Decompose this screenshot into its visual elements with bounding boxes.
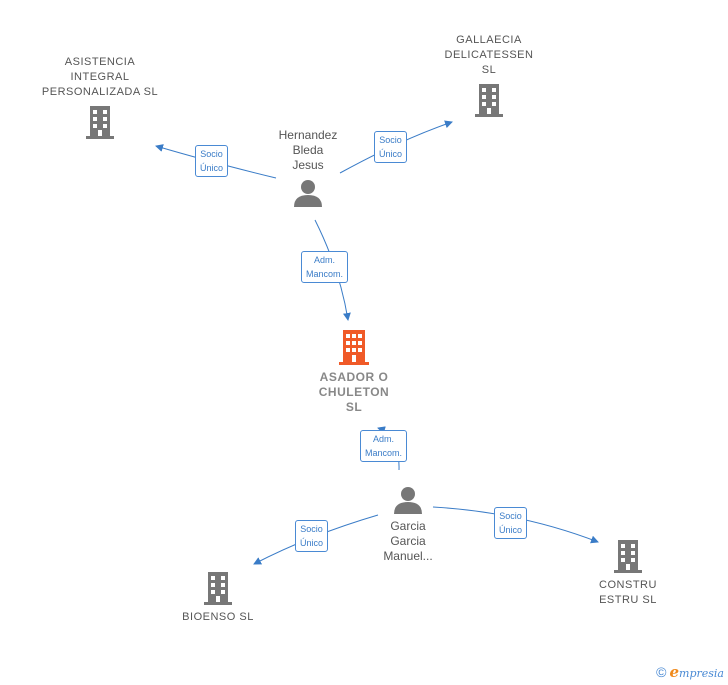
node-constru[interactable]: CONSTRU ESTRU SL — [578, 538, 678, 608]
node-bioenso[interactable]: BIOENSO SL — [168, 570, 268, 625]
building-main-icon — [339, 330, 369, 365]
node-label: BIOENSO SL — [182, 611, 254, 623]
node-label: ASADOR O CHULETON SL — [318, 370, 390, 414]
edge-label-adm-mancom[interactable]: Adm. Mancom. — [301, 251, 349, 283]
building-icon — [614, 540, 642, 573]
node-garcia[interactable]: Garcia Garcia Manuel... — [358, 484, 458, 564]
node-asistencia[interactable]: ASISTENCIA INTEGRAL PERSONALIZADA SL — [30, 55, 170, 140]
edge-label-socio-unico[interactable]: Socio Único — [195, 145, 229, 177]
node-label: CONSTRU ESTRU SL — [599, 579, 657, 606]
node-hernandez[interactable]: Hernandez Bleda Jesus — [258, 128, 358, 209]
brand-initial: e — [669, 663, 680, 681]
brand-name: mpresia — [679, 667, 724, 680]
person-icon — [294, 180, 322, 207]
building-icon — [475, 84, 503, 117]
building-icon — [204, 572, 232, 605]
node-label: GALLAECIA DELICATESSEN SL — [444, 34, 534, 76]
node-label: ASISTENCIA INTEGRAL PERSONALIZADA SL — [41, 56, 159, 98]
node-label: Garcia Garcia Manuel... — [383, 519, 433, 563]
node-label: Hernandez Bleda Jesus — [278, 128, 338, 172]
node-asador[interactable]: ASADOR O CHULETON SL — [298, 328, 410, 415]
node-gallaecia[interactable]: GALLAECIA DELICATESSEN SL — [420, 33, 558, 118]
copyright-icon: © — [656, 664, 667, 680]
edge-label-socio-unico[interactable]: Socio Único — [494, 507, 528, 539]
edge-label-adm-mancom[interactable]: Adm. Mancom. — [360, 430, 408, 462]
edge-label-socio-unico[interactable]: Socio Único — [374, 131, 408, 163]
footer-brand[interactable]: © empresia — [656, 663, 724, 681]
building-icon — [86, 106, 114, 139]
edge-label-socio-unico[interactable]: Socio Único — [295, 520, 329, 552]
person-icon — [394, 487, 422, 514]
